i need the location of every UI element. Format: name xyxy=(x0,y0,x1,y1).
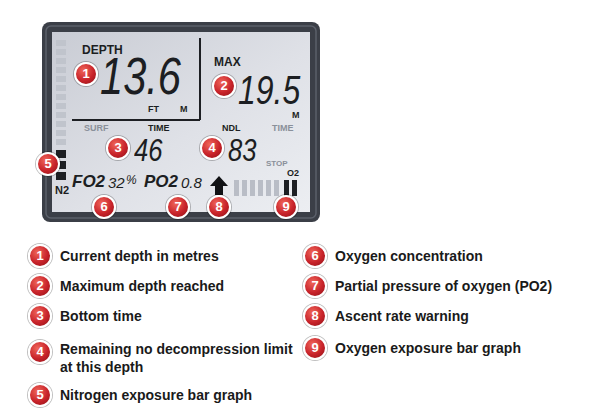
legend-text: Maximum depth reached xyxy=(60,277,295,295)
ghost-label: SURF xyxy=(84,124,109,133)
callout-number: 4 xyxy=(200,136,224,160)
n2-label: N2 xyxy=(55,185,69,196)
po2-label: PO2 xyxy=(144,173,178,190)
callout-number: 4 xyxy=(28,340,52,364)
ghost-label: STOP xyxy=(266,160,288,168)
callout-number: 9 xyxy=(274,195,298,219)
max-label: MAX xyxy=(214,56,241,68)
legend-text: Partial pressure of oxygen (PO2) xyxy=(335,277,595,295)
max-depth-readout: 19.5 xyxy=(238,70,300,110)
callout-number: 9 xyxy=(303,336,327,360)
legend-text: Current depth in metres xyxy=(60,247,295,265)
legend-text: Bottom time xyxy=(60,307,295,325)
unit-label: FT xyxy=(148,105,159,114)
callout-number: 6 xyxy=(92,195,116,219)
callout-number: 3 xyxy=(106,136,130,160)
time-label: TIME xyxy=(148,124,170,133)
oxygen-bar-segments xyxy=(284,180,297,196)
callout-number: 5 xyxy=(28,383,52,407)
depth-divider xyxy=(72,38,200,120)
fo2-readout: 32 xyxy=(108,175,125,190)
unit-label: M xyxy=(180,105,188,114)
callout-number: 5 xyxy=(36,152,60,176)
oxygen-bar-ghost-segments xyxy=(234,180,279,196)
legend-text: Oxygen concentration xyxy=(335,247,595,265)
nitrogen-bar-ghost-segments xyxy=(56,40,66,145)
ndl-label: NDL xyxy=(222,124,241,133)
device-housing xyxy=(42,22,320,222)
callout-number: 2 xyxy=(212,74,236,98)
callout-number: 1 xyxy=(74,62,98,86)
percent-sign: % xyxy=(126,174,137,186)
bottom-time-readout: 46 xyxy=(134,134,162,166)
callout-number: 6 xyxy=(303,244,327,268)
fo2-label: FO2 xyxy=(72,173,105,190)
ghost-label: TIME xyxy=(272,124,294,133)
unit-label: M xyxy=(292,111,300,120)
callout-number: 8 xyxy=(207,195,231,219)
po2-readout: 0.8 xyxy=(181,175,202,190)
legend-text: Oxygen exposure bar graph xyxy=(335,339,595,357)
ascent-arrow xyxy=(210,176,228,195)
callout-number: 3 xyxy=(28,304,52,328)
legend-text: Nitrogen exposure bar graph xyxy=(60,386,295,404)
callout-number: 7 xyxy=(303,274,327,298)
callout-number: 2 xyxy=(28,274,52,298)
housing-bevel xyxy=(46,26,316,218)
o2-label: O2 xyxy=(287,169,299,178)
lcd-screen xyxy=(52,32,310,212)
legend-text: Ascent rate warning xyxy=(335,307,595,325)
callout-number: 7 xyxy=(166,195,190,219)
legend-text: Remaining no decompression limit at this… xyxy=(60,340,295,376)
depth-readout: 13.6 xyxy=(100,50,181,102)
callout-number: 8 xyxy=(303,304,327,328)
callout-number: 1 xyxy=(28,244,52,268)
lcd-display: DEPTH13.6FTMMAX19.5MSURFTIME46NDLTIME83S… xyxy=(52,32,310,212)
ndl-readout: 83 xyxy=(228,134,256,166)
